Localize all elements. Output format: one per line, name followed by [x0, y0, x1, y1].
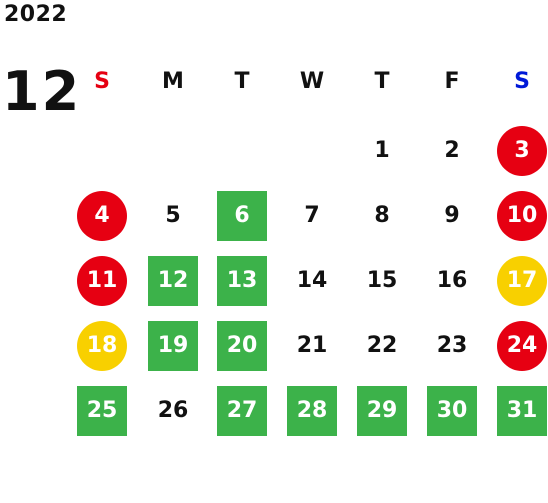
- weekday-saturday: S: [514, 69, 530, 94]
- day-13: 13: [217, 256, 267, 306]
- day-2: 2: [444, 138, 460, 163]
- day-26: 26: [157, 398, 189, 423]
- day-9: 9: [444, 203, 460, 228]
- weekday-tuesday: T: [234, 69, 250, 94]
- weekday-sunday: S: [94, 69, 110, 94]
- day-19: 19: [148, 321, 198, 371]
- month-label: 12: [2, 60, 82, 123]
- weekday-monday: M: [162, 69, 184, 94]
- day-16: 16: [436, 268, 468, 293]
- day-14: 14: [296, 268, 328, 293]
- day-29: 29: [357, 386, 407, 436]
- day-20: 20: [217, 321, 267, 371]
- day-24: 24: [497, 321, 547, 371]
- weekday-thursday: T: [374, 69, 390, 94]
- day-1: 1: [374, 138, 390, 163]
- day-31: 31: [497, 386, 547, 436]
- day-28: 28: [287, 386, 337, 436]
- day-18: 18: [77, 321, 127, 371]
- weekday-friday: F: [444, 69, 460, 94]
- day-11: 11: [77, 256, 127, 306]
- day-15: 15: [366, 268, 398, 293]
- day-25: 25: [77, 386, 127, 436]
- weekday-wednesday: W: [299, 69, 325, 94]
- day-30: 30: [427, 386, 477, 436]
- day-27: 27: [217, 386, 267, 436]
- day-21: 21: [296, 333, 328, 358]
- day-6: 6: [217, 191, 267, 241]
- day-8: 8: [374, 203, 390, 228]
- day-4: 4: [77, 191, 127, 241]
- day-5: 5: [165, 203, 181, 228]
- day-22: 22: [366, 333, 398, 358]
- day-23: 23: [436, 333, 468, 358]
- day-7: 7: [304, 203, 320, 228]
- day-17: 17: [497, 256, 547, 306]
- year-label: 2022: [4, 2, 68, 27]
- day-12: 12: [148, 256, 198, 306]
- day-10: 10: [497, 191, 547, 241]
- day-3: 3: [497, 126, 547, 176]
